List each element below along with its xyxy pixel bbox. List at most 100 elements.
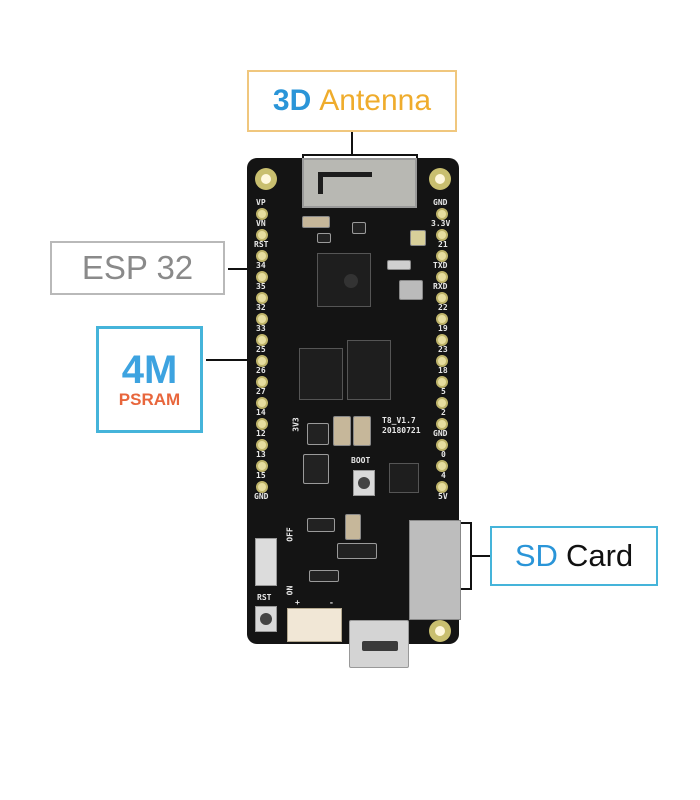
esp32-board: VP VN RST 34 35 32 33 25 26 27 14 12 13 … bbox=[247, 158, 461, 668]
psram-chip bbox=[299, 348, 343, 400]
header-pin bbox=[436, 460, 448, 472]
pin-label-left: 35 bbox=[256, 282, 266, 291]
capacitor bbox=[333, 416, 351, 446]
pin-label-left: GND bbox=[254, 492, 269, 501]
capacitor bbox=[353, 416, 371, 446]
header-pin bbox=[436, 481, 448, 493]
header-pin bbox=[436, 439, 448, 451]
pin-label-right: 18 bbox=[438, 366, 448, 375]
header-pin bbox=[256, 439, 268, 451]
pin-label-right: 3.3V bbox=[431, 219, 451, 228]
pin-label-left: 15 bbox=[256, 471, 266, 480]
header-pin bbox=[256, 313, 268, 325]
version-silk: T8_V1.7 bbox=[382, 416, 416, 425]
battery-minus-silk: - bbox=[329, 598, 334, 607]
pin-label-left: VP bbox=[256, 198, 266, 207]
sd-bracket-vertical bbox=[470, 522, 472, 590]
mounting-hole bbox=[429, 168, 451, 190]
ipex-connector bbox=[410, 230, 426, 246]
header-pin bbox=[256, 460, 268, 472]
smd-component bbox=[337, 543, 377, 559]
sd-card-callout-prefix: SD bbox=[514, 538, 558, 573]
header-pin bbox=[436, 292, 448, 304]
pin-label-left: 27 bbox=[256, 387, 266, 396]
antenna-callout-prefix: 3D bbox=[272, 84, 312, 117]
micro-usb-port[interactable] bbox=[349, 620, 409, 668]
pin-label-right: 5 bbox=[441, 387, 446, 396]
pin-label-right: GND bbox=[433, 198, 448, 207]
off-silk: OFF bbox=[285, 527, 295, 542]
sd-bracket-bottom bbox=[458, 588, 472, 590]
pin-label-right: 2 bbox=[441, 408, 446, 417]
smd-component bbox=[307, 518, 335, 532]
header-pin bbox=[436, 355, 448, 367]
pin-label-left: 13 bbox=[256, 450, 266, 459]
sd-leader-line bbox=[472, 555, 490, 557]
esp32-callout-label: ESP 32 bbox=[81, 249, 194, 286]
pin-label-left: 12 bbox=[256, 429, 266, 438]
smd-component bbox=[387, 260, 411, 270]
header-pin bbox=[256, 355, 268, 367]
antenna-trace bbox=[318, 172, 372, 194]
espressif-logo-icon bbox=[344, 274, 358, 288]
antenna-module bbox=[302, 158, 417, 208]
header-pin bbox=[256, 481, 268, 493]
mounting-hole bbox=[255, 168, 277, 190]
pin-label-left: 14 bbox=[256, 408, 266, 417]
inductor bbox=[307, 423, 329, 445]
header-pin bbox=[436, 376, 448, 388]
header-pin bbox=[256, 271, 268, 283]
on-silk: ON bbox=[285, 585, 295, 596]
reset-button[interactable] bbox=[255, 606, 277, 632]
header-pin bbox=[436, 313, 448, 325]
header-pin bbox=[436, 397, 448, 409]
pin-label-right: 22 bbox=[438, 303, 448, 312]
header-pin bbox=[256, 418, 268, 430]
header-pin bbox=[256, 334, 268, 346]
pin-label-right: GND bbox=[433, 429, 448, 438]
regulator bbox=[303, 454, 329, 484]
pin-label-right: TXD bbox=[433, 261, 448, 270]
header-pin bbox=[436, 250, 448, 262]
header-pin bbox=[256, 397, 268, 409]
sd-card-callout: SD Card bbox=[490, 526, 658, 586]
smd-component bbox=[302, 216, 330, 228]
header-pin bbox=[256, 250, 268, 262]
pin-label-left: 32 bbox=[256, 303, 266, 312]
sd-card-slot[interactable] bbox=[409, 520, 461, 620]
antenna-leader-line bbox=[351, 132, 353, 154]
pin-label-left: 34 bbox=[256, 261, 266, 270]
smd-component bbox=[309, 570, 339, 582]
header-pin bbox=[256, 208, 268, 220]
header-pin bbox=[256, 292, 268, 304]
header-pin bbox=[436, 418, 448, 430]
pin-label-right: RXD bbox=[433, 282, 448, 291]
boot-silk: BOOT bbox=[351, 456, 371, 465]
pin-label-right: 4 bbox=[441, 471, 446, 480]
pin-label-left: RST bbox=[254, 240, 269, 249]
sd-card-callout-label: Card bbox=[565, 538, 634, 573]
smd-component bbox=[317, 233, 331, 243]
header-pin bbox=[436, 271, 448, 283]
pin-label-left: 33 bbox=[256, 324, 266, 333]
boot-button[interactable] bbox=[353, 470, 375, 496]
pin-label-right: 0 bbox=[441, 450, 446, 459]
header-pin bbox=[436, 208, 448, 220]
antenna-callout: 3D Antenna bbox=[247, 70, 457, 132]
mounting-hole bbox=[429, 620, 451, 642]
usb-uart-chip bbox=[389, 463, 419, 493]
pin-label-right: 19 bbox=[438, 324, 448, 333]
power-switch[interactable] bbox=[255, 538, 277, 586]
esp32-chip bbox=[317, 253, 371, 307]
antenna-bracket-top bbox=[302, 154, 418, 156]
pin-label-left: VN bbox=[256, 219, 266, 228]
pin-label-left: 25 bbox=[256, 345, 266, 354]
battery-connector[interactable] bbox=[287, 608, 342, 642]
psram-label: PSRAM bbox=[118, 389, 181, 409]
esp32-callout: ESP 32 bbox=[50, 241, 225, 295]
smd-component bbox=[352, 222, 366, 234]
pin-label-right: 23 bbox=[438, 345, 448, 354]
3v3-silk: 3V3 bbox=[291, 417, 301, 432]
battery-plus-silk: + bbox=[295, 598, 300, 607]
pin-label-right: 5V bbox=[438, 492, 448, 501]
